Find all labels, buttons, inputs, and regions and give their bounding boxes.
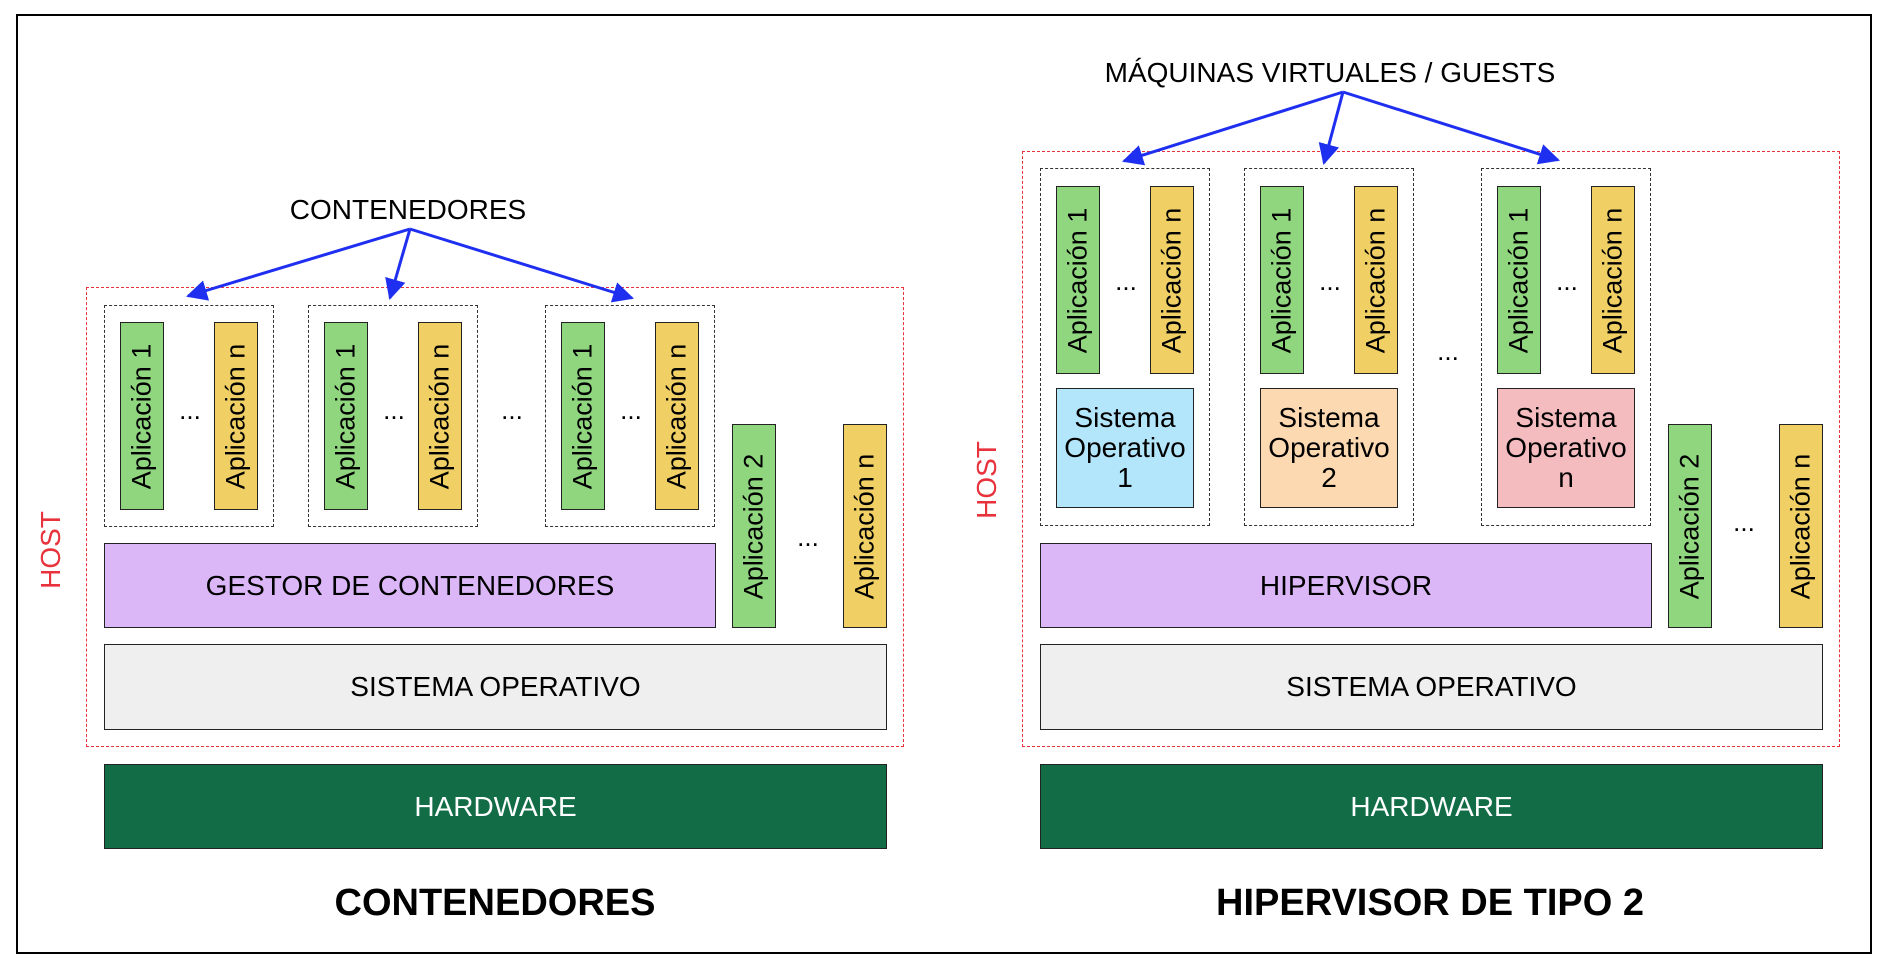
- containers-arrow-1: [185, 227, 411, 301]
- right-hardware-layer: HARDWARE: [1040, 764, 1823, 849]
- container-2-app-n: Aplicación n: [418, 322, 462, 510]
- left-title: CONTENEDORES: [334, 881, 656, 924]
- vms-arrow-2: [1318, 91, 1345, 166]
- containers-arrow-3: [409, 227, 635, 303]
- container-1-ellipsis: ...: [179, 394, 201, 425]
- hypervisor-layer: HIPERVISOR: [1040, 543, 1652, 628]
- vm-2-ellipsis: ...: [1319, 265, 1341, 296]
- right-os-layer: SISTEMA OPERATIVO: [1040, 644, 1823, 730]
- right-title: HIPERVISOR DE TIPO 2: [1216, 881, 1644, 924]
- vm-3-guest-os: Sistema Operativo n: [1497, 388, 1635, 508]
- vm-1-guest-os: Sistema Operativo 1: [1056, 388, 1194, 508]
- right-host-boundary: [1022, 151, 1840, 747]
- left-hardware-layer: HARDWARE: [104, 764, 887, 849]
- container-1: [104, 305, 274, 527]
- container-2-app-1: Aplicación 1: [324, 322, 368, 510]
- container-2-ellipsis: ...: [383, 394, 405, 425]
- left-os-layer: SISTEMA OPERATIVO: [104, 644, 887, 730]
- vm-1-ellipsis: ...: [1115, 265, 1137, 296]
- vm-1-app-n: Aplicación n: [1150, 186, 1194, 374]
- containers-arrow-2: [385, 228, 412, 301]
- container-manager-layer: GESTOR DE CONTENEDORES: [104, 543, 716, 628]
- vms-arrow-3: [1342, 90, 1561, 165]
- container-2: [308, 305, 478, 527]
- vm-3-app-1: Aplicación 1: [1497, 186, 1541, 374]
- right-side-app-n: Aplicación n: [1779, 424, 1823, 628]
- containers-callout: CONTENEDORES: [289, 194, 527, 225]
- container-1-app-n: Aplicación n: [214, 322, 258, 510]
- vm-2: [1244, 168, 1414, 526]
- right-side-app-2: Aplicación 2: [1668, 424, 1712, 628]
- container-3-app-1: Aplicación 1: [561, 322, 605, 510]
- vm-2-guest-os: Sistema Operativo 2: [1260, 388, 1398, 508]
- vm-3: [1481, 168, 1651, 526]
- vm-2-app-1: Aplicación 1: [1260, 186, 1304, 374]
- right-side-ellipsis: ...: [1733, 506, 1755, 537]
- vms-arrow-1: [1121, 90, 1344, 166]
- left-side-app-2: Aplicación 2: [732, 424, 776, 628]
- vms-callout: MÁQUINAS VIRTUALES / GUESTS: [1104, 57, 1556, 88]
- vm-3-app-n: Aplicación n: [1591, 186, 1635, 374]
- vm-2-app-n: Aplicación n: [1354, 186, 1398, 374]
- vm-3-ellipsis: ...: [1556, 265, 1578, 296]
- container-3-ellipsis: ...: [620, 394, 642, 425]
- left-side-app-n: Aplicación n: [843, 424, 887, 628]
- diagram-frame: [16, 14, 1872, 954]
- container-1-app-1: Aplicación 1: [120, 322, 164, 510]
- container-3: [545, 305, 715, 527]
- containers-between-ellipsis: ...: [501, 394, 523, 425]
- vms-between-ellipsis: ...: [1437, 335, 1459, 366]
- container-3-app-n: Aplicación n: [655, 322, 699, 510]
- vm-1-app-1: Aplicación 1: [1056, 186, 1100, 374]
- left-host-boundary: [86, 287, 904, 747]
- left-side-ellipsis: ...: [797, 521, 819, 552]
- vm-1: [1040, 168, 1210, 526]
